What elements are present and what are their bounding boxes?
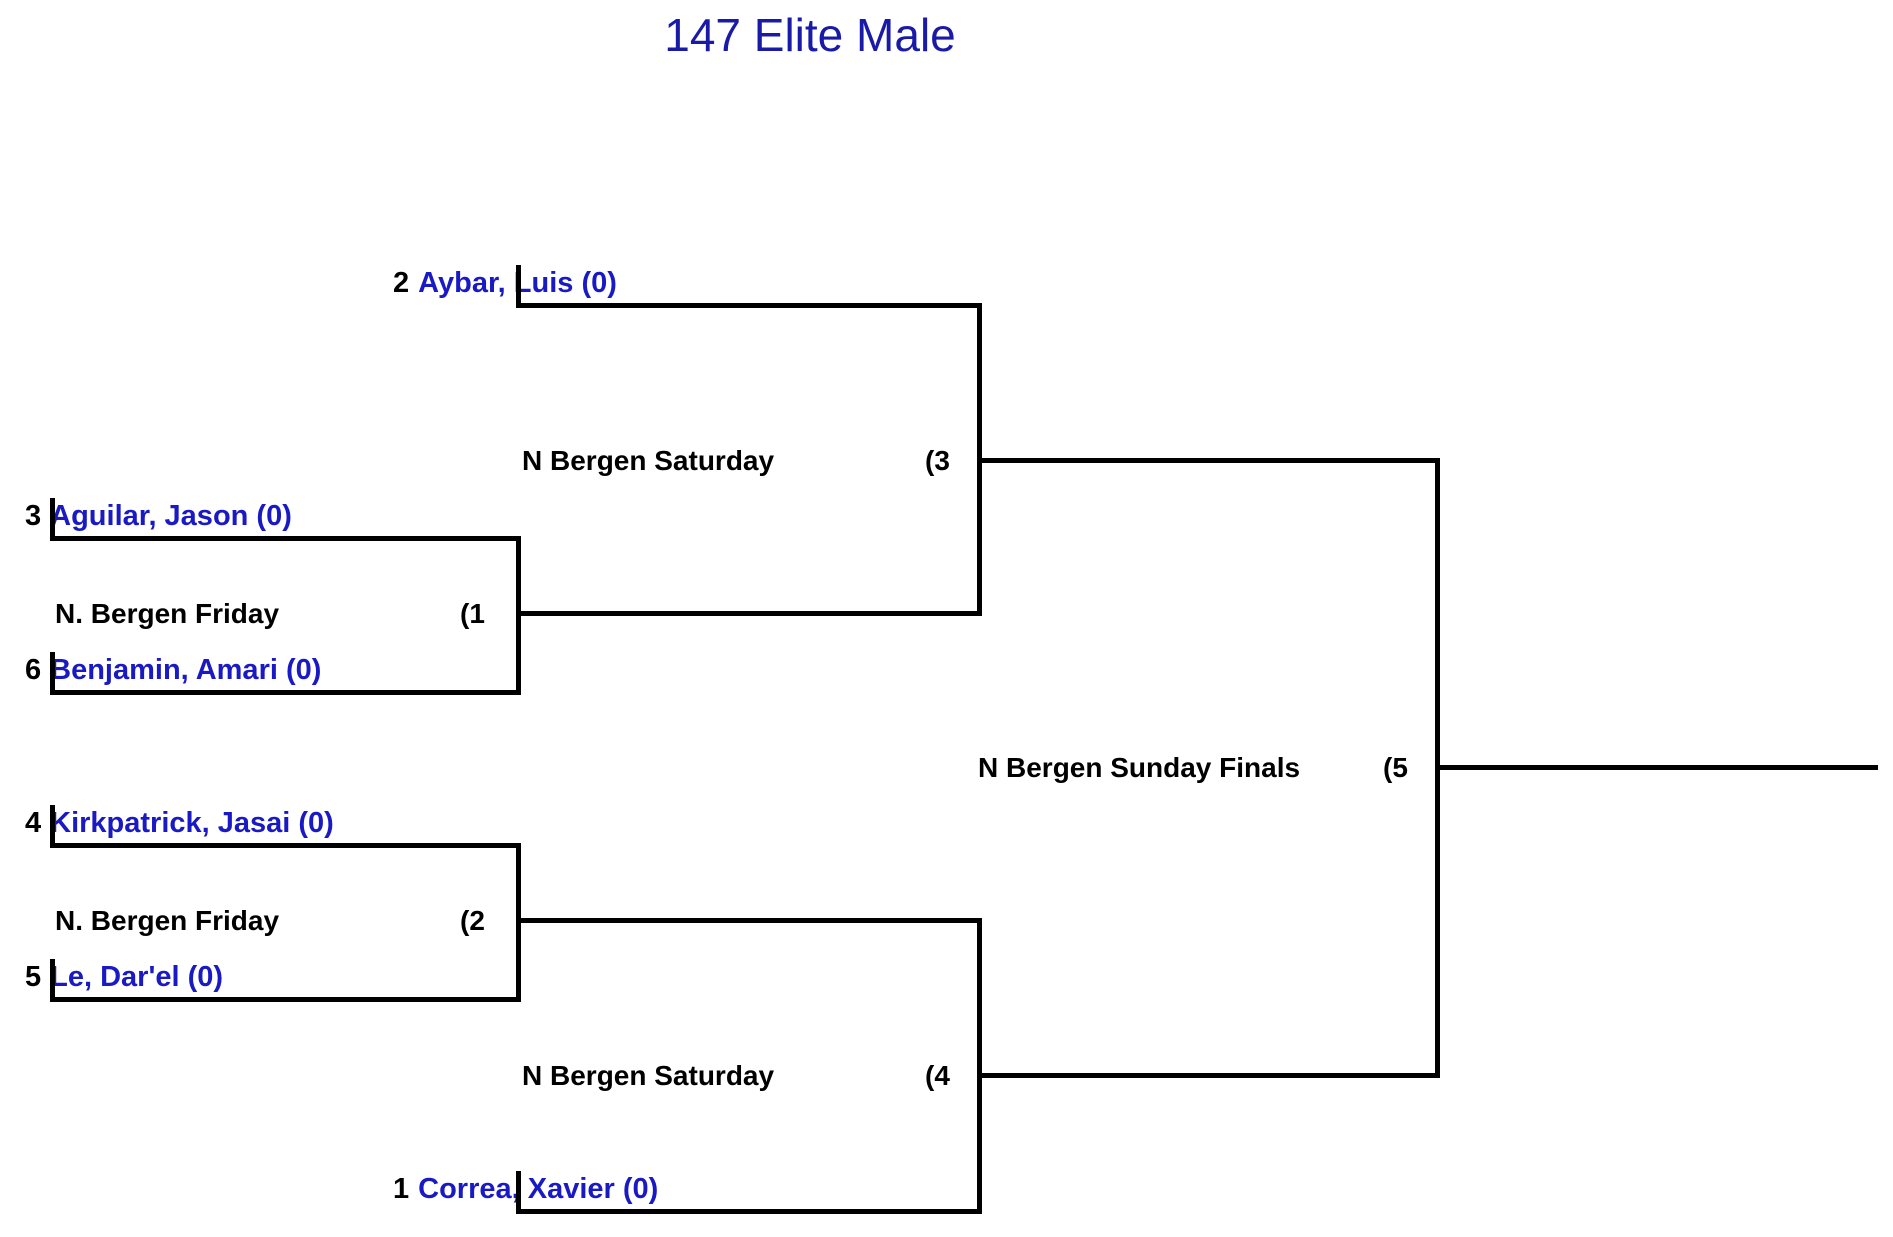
slot-underline: [516, 1209, 982, 1214]
slot-underline: [50, 843, 521, 848]
slot-left-tick: [516, 265, 521, 307]
slot-underline: [516, 303, 982, 308]
match-output-line: [516, 611, 982, 616]
slot-underline: [50, 997, 521, 1002]
match-label: N Bergen Sunday Finals: [978, 752, 1301, 783]
slot-left-tick: [50, 959, 55, 1001]
competitor-seed: 5: [25, 961, 42, 993]
match-number: (5: [1383, 752, 1408, 783]
match-label: N. Bergen Friday: [55, 598, 280, 629]
slot-underline: [50, 536, 521, 541]
slot-left-tick: [50, 805, 55, 847]
match-output-line: [1435, 765, 1878, 770]
competitor-seed: 3: [25, 500, 42, 532]
match-number: (3: [925, 445, 950, 476]
slot-left-tick: [50, 652, 55, 694]
competitor-seed: 6: [25, 654, 42, 686]
match-number: (2: [460, 905, 485, 936]
match-label: N Bergen Saturday: [522, 1060, 775, 1091]
match-output-line: [516, 918, 982, 923]
competitor-seed: 1: [393, 1173, 410, 1205]
slot-left-tick: [50, 498, 55, 540]
page-title: 147 Elite Male: [664, 9, 956, 61]
competitor-name: Correa, Xavier (0): [418, 1173, 659, 1205]
match-label: N. Bergen Friday: [55, 905, 280, 936]
match-number: (4: [925, 1060, 950, 1091]
competitor-seed: 2: [393, 267, 410, 299]
slot-left-tick: [516, 1171, 521, 1213]
competitor-name: Aguilar, Jason (0): [50, 500, 292, 532]
match-output-line: [977, 458, 1440, 463]
match-number: (1: [460, 598, 485, 629]
competitor-name: Kirkpatrick, Jasai (0): [50, 807, 334, 839]
match-connector: [977, 918, 982, 1214]
competitor-name: Le, Dar'el (0): [50, 961, 224, 993]
competitor-seed: 4: [25, 807, 42, 839]
match-output-line: [977, 1073, 1440, 1078]
competitor-name: Benjamin, Amari (0): [50, 654, 322, 686]
slot-underline: [50, 690, 521, 695]
match-label: N Bergen Saturday: [522, 445, 775, 476]
